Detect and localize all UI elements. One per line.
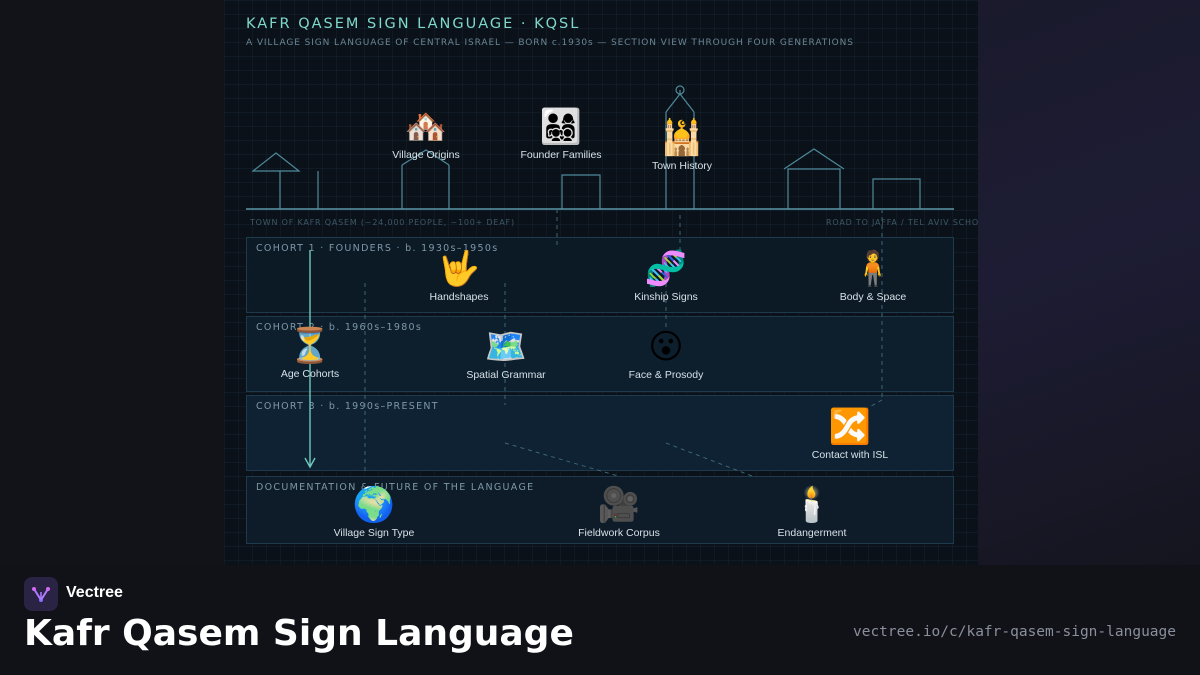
node-endangerment[interactable]: 🕯️ Endangerment [742,486,882,539]
node-contact-isl[interactable]: 🔀 Contact with ISL [780,408,920,461]
node-label: Kinship Signs [634,291,698,303]
village-origins-icon: 🏘️ [404,107,448,147]
mosque-outline [665,90,695,209]
ground-label-left: TOWN OF KAFR QASEM (~24,000 PEOPLE, ~100… [250,218,515,227]
node-kinship-signs[interactable]: 🧬 Kinship Signs [596,250,736,303]
band-cohort-2: COHORT 2 · b. 1960s–1980s [246,316,954,392]
band-cohort-1-label: COHORT 1 · FOUNDERS · b. 1930s–1950s [256,243,499,254]
node-label: Face & Prosody [628,369,704,381]
brand-name[interactable]: Vectree [66,584,123,601]
sign-hand-icon: 🤟 [437,249,481,289]
node-face-prosody[interactable]: 😮 Face & Prosody [596,328,736,381]
node-label: Town History [651,160,713,172]
building-outline [872,178,921,209]
video-camera-icon: 🎥 [597,485,641,525]
node-village-sign-type[interactable]: 🌍 Village Sign Type [304,486,444,539]
node-label: Contact with ISL [811,449,889,461]
standing-person-icon: 🧍 [851,249,895,289]
node-fieldwork-corpus[interactable]: 🎥 Fieldwork Corpus [549,486,689,539]
node-label: Fieldwork Corpus [578,527,660,539]
node-label: Village Sign Type [333,527,415,539]
page-url[interactable]: vectree.io/c/kafr-qasem-sign-language [852,624,1176,640]
globe-icon: 🌍 [352,485,396,525]
node-founder-families[interactable]: 👨‍👩‍👧‍👦 Founder Families [491,108,631,161]
diagram-title: KAFR QASEM SIGN LANGUAGE · KQSL [246,16,581,32]
house-outline [401,149,450,209]
node-spatial-grammar[interactable]: 🗺️ Spatial Grammar [436,328,576,381]
node-label: Handshapes [429,291,489,303]
surprised-face-icon: 😮 [648,327,684,367]
band-documentation: DOCUMENTATION & FUTURE OF THE LANGUAGE [246,476,954,544]
band-cohort-3: COHORT 3 · b. 1990s–PRESENT [246,395,954,471]
family-icon: 👨‍👩‍👧‍👦 [539,107,583,147]
footer-bar: Vectree Kafr Qasem Sign Language vectree… [0,565,1200,675]
shuffle-icon: 🔀 [828,407,872,447]
mosque-icon: 🕌 [660,118,704,158]
node-label: Founder Families [520,149,602,161]
node-handshapes[interactable]: 🤟 Handshapes [389,250,529,303]
band-cohort-3-label: COHORT 3 · b. 1990s–PRESENT [256,401,439,412]
band-cohort-2-label: COHORT 2 · b. 1960s–1980s [256,322,423,333]
node-town-history[interactable]: 🕌 Town History [612,119,752,172]
ground-label-right: ROAD TO JAFFA / TEL AVIV SCHOOLS → [826,218,978,227]
candle-icon: 🕯️ [790,485,834,525]
band-documentation-label: DOCUMENTATION & FUTURE OF THE LANGUAGE [256,482,535,493]
diagram-subtitle: A VILLAGE SIGN LANGUAGE OF CENTRAL ISRAE… [246,38,854,48]
right-background [978,0,1200,565]
dna-icon: 🧬 [644,249,688,289]
band-cohort-1: COHORT 1 · FOUNDERS · b. 1930s–1950s [246,237,954,313]
left-background [0,0,224,565]
node-label: Body & Space [839,291,907,303]
vectree-logo-icon[interactable] [24,577,58,611]
node-age-cohorts[interactable]: ⏳ Age Cohorts [240,327,380,380]
house-outline [251,152,319,209]
hourglass-icon: ⏳ [288,326,332,366]
page-title: Kafr Qasem Sign Language [24,613,574,654]
node-body-space[interactable]: 🧍 Body & Space [803,250,943,303]
house-outline [783,148,845,209]
diagram-panel: KAFR QASEM SIGN LANGUAGE · KQSL A VILLAG… [224,0,978,565]
node-label: Age Cohorts [280,368,340,380]
node-village-origins[interactable]: 🏘️ Village Origins [356,108,496,161]
node-label: Spatial Grammar [466,369,546,381]
map-icon: 🗺️ [484,327,528,367]
node-label: Village Origins [392,149,460,161]
building-outline [561,174,601,209]
section-lines [246,85,954,477]
node-label: Endangerment [777,527,847,539]
